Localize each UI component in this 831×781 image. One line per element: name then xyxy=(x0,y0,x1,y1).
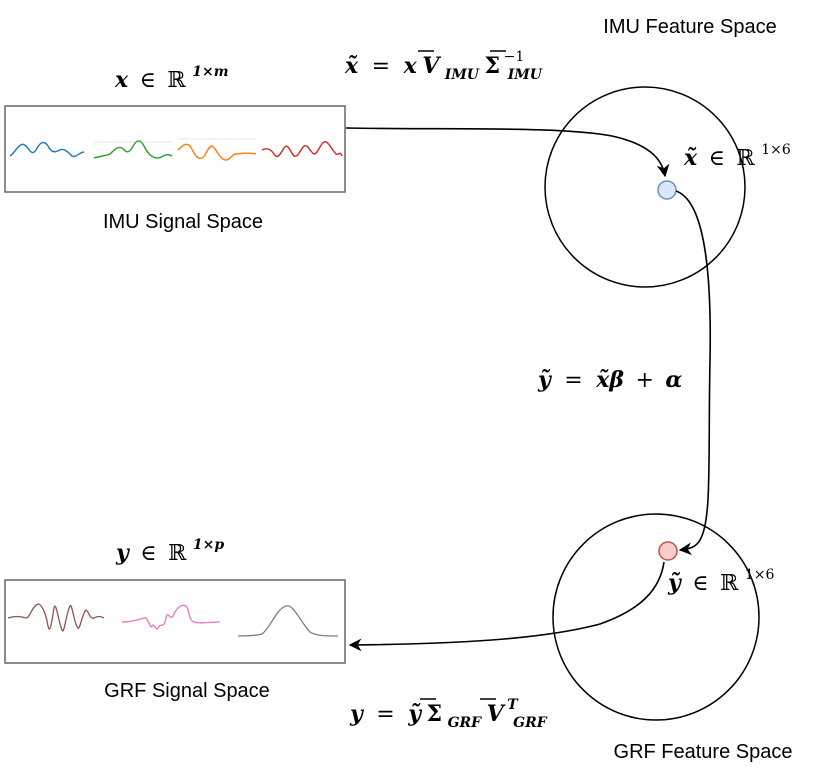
encode-equation: x̃ = x V IMU Σ −1 IMU xyxy=(344,41,543,84)
decode-arrow xyxy=(348,561,665,652)
svg-text:y = ỹ Σ: y = ỹ Σ GRF V T GRF xyxy=(349,689,548,732)
grf-feature-space-label: GRF Feature Space xyxy=(614,741,793,763)
x-tilde-domain-equation: x̃ ∈ ℝ 1×6 xyxy=(683,142,791,171)
grf-signal-plots xyxy=(7,603,339,637)
grf-signal-gray xyxy=(237,605,339,637)
imu-signal-green xyxy=(93,140,173,159)
svg-text:x̃ ∈ ℝ 1×6: x̃ ∈ ℝ 1×6 xyxy=(683,142,791,171)
svg-text:x ∈ ℝ 1×m: x ∈ ℝ 1×m xyxy=(114,64,229,93)
svg-text:y ∈ ℝ 1×p: y ∈ ℝ 1×p xyxy=(115,537,224,566)
regress-arrow xyxy=(675,190,712,556)
y-domain-equation: y ∈ ℝ 1×p xyxy=(115,537,224,566)
imu-signal-plots xyxy=(9,138,343,161)
imu-feature-space-label: IMU Feature Space xyxy=(603,16,776,38)
grf-signal-brown xyxy=(7,603,105,632)
imu-signal-orange xyxy=(177,143,257,161)
svg-text:x̃ = x V: x̃ = x V IMU Σ −1 IMU xyxy=(344,41,543,84)
grf-signal-space-label: GRF Signal Space xyxy=(104,680,270,702)
imu-signal-box xyxy=(4,105,346,193)
x-domain-equation: x ∈ ℝ 1×m xyxy=(114,64,229,93)
y-tilde-domain-equation: ỹ ∈ ℝ 1×6 xyxy=(667,567,775,596)
grf-feature-space-circle xyxy=(552,513,760,721)
svg-text:ỹ ∈ ℝ 1×6: ỹ ∈ ℝ 1×6 xyxy=(667,567,775,596)
imu-signal-red xyxy=(261,141,343,158)
regress-equation: ỹ = x̃β + α xyxy=(537,367,682,393)
grf-signal-box xyxy=(4,579,346,664)
imu-feature-space-circle xyxy=(544,86,746,288)
encode-arrow xyxy=(345,127,670,178)
decode-equation: y = ỹ Σ GRF V T GRF xyxy=(349,689,548,732)
imu-signal-space-label: IMU Signal Space xyxy=(103,211,263,233)
grf-signal-pink xyxy=(121,604,221,630)
grf-feature-point xyxy=(658,541,678,561)
imu-signal-blue xyxy=(9,141,85,158)
svg-text:ỹ = x̃β +: ỹ = x̃β + α xyxy=(537,367,682,393)
imu-feature-point xyxy=(657,180,677,200)
